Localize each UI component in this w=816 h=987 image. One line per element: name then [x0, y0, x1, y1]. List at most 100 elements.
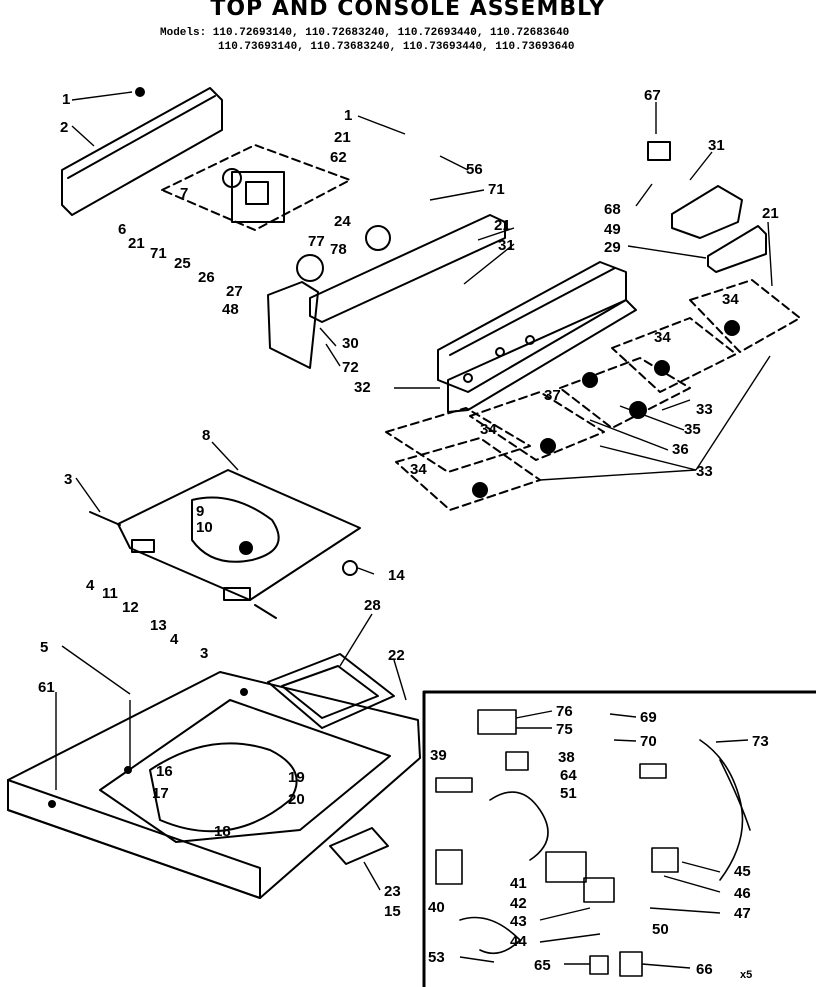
callout-3a: 3 — [64, 471, 72, 488]
callout-67: 67 — [644, 87, 661, 104]
callout-21a: 21 — [334, 129, 351, 146]
callout-28: 28 — [364, 597, 381, 614]
part-right-switch — [647, 141, 767, 273]
callout-19: 19 — [288, 769, 305, 786]
model-line-1: Models: 110.72693140, 110.72683240, 110.… — [160, 27, 570, 39]
part-timer — [222, 168, 285, 223]
callout-49: 49 — [604, 221, 621, 238]
callout-38: 38 — [558, 749, 575, 766]
callout-42: 42 — [510, 895, 527, 912]
callout-22: 22 — [388, 647, 405, 664]
callout-2: 2 — [60, 119, 68, 136]
callout-1b: 1 — [344, 107, 352, 124]
part-console-panel — [437, 261, 637, 413]
part-vent-grille — [267, 653, 395, 729]
callout-56: 56 — [466, 161, 483, 178]
callout-32: 32 — [354, 379, 371, 396]
callout-21d: 21 — [128, 235, 145, 252]
callout-44: 44 — [510, 933, 527, 950]
callout-43: 43 — [510, 913, 527, 930]
callout-53: 53 — [428, 949, 445, 966]
callout-31a: 31 — [708, 137, 725, 154]
callout-35: 35 — [684, 421, 701, 438]
callout-71b: 71 — [150, 245, 167, 262]
diagram-title: TOP AND CONSOLE ASSEMBLY — [210, 0, 606, 21]
callout-21c: 21 — [494, 217, 511, 234]
callout-31b: 31 — [498, 237, 515, 254]
callout-46: 46 — [734, 885, 751, 902]
callout-7: 7 — [180, 185, 188, 202]
callout-8: 8 — [202, 427, 210, 444]
callout-3b: 3 — [200, 645, 208, 662]
callout-labels: 1 2 1 21 62 56 71 67 31 68 49 21 29 6 7 … — [38, 87, 779, 981]
callout-39: 39 — [430, 747, 447, 764]
callout-23: 23 — [384, 883, 401, 900]
callout-18: 18 — [214, 823, 231, 840]
callout-33a: 33 — [696, 401, 713, 418]
callout-45: 45 — [734, 863, 751, 880]
callout-66: 66 — [696, 961, 713, 978]
callout-13: 13 — [150, 617, 167, 634]
callout-29: 29 — [604, 239, 621, 256]
callout-34c: 34 — [480, 421, 497, 438]
leader-lines — [55, 91, 773, 969]
callout-21b: 21 — [762, 205, 779, 222]
part-wire-harness — [435, 709, 751, 977]
callout-51: 51 — [560, 785, 577, 802]
callout-41: 41 — [510, 875, 527, 892]
callout-1: 1 — [62, 91, 70, 108]
parts-inset-frame — [422, 690, 816, 987]
image-code: x5 — [740, 969, 752, 981]
callout-64: 64 — [560, 767, 577, 784]
part-back-panel — [61, 87, 223, 216]
callout-12: 12 — [122, 599, 139, 616]
callout-30: 30 — [342, 335, 359, 352]
part-top-lid — [117, 469, 361, 601]
callout-17: 17 — [152, 785, 169, 802]
callout-34d: 34 — [410, 461, 427, 478]
callout-26: 26 — [198, 269, 215, 286]
callout-11: 11 — [102, 585, 118, 602]
callout-14: 14 — [388, 567, 405, 584]
callout-4a: 4 — [86, 577, 95, 594]
callout-10: 10 — [196, 519, 213, 536]
callout-15: 15 — [384, 903, 401, 920]
part-end-cap — [267, 281, 319, 369]
callout-71a: 71 — [488, 181, 505, 198]
callout-77: 77 — [308, 233, 325, 250]
callout-65: 65 — [534, 957, 551, 974]
callout-72: 72 — [342, 359, 359, 376]
callout-6: 6 — [118, 221, 126, 238]
callout-5: 5 — [40, 639, 48, 656]
model-line-2: 110.73693140, 110.73683240, 110.73693440… — [218, 41, 575, 53]
callout-40: 40 — [428, 899, 445, 916]
callout-48: 48 — [222, 301, 239, 318]
callout-76: 76 — [556, 703, 573, 720]
callout-24: 24 — [334, 213, 351, 230]
callout-34a: 34 — [722, 291, 739, 308]
callout-68: 68 — [604, 201, 621, 218]
callout-78: 78 — [330, 241, 347, 258]
callout-9: 9 — [196, 503, 204, 520]
callout-62: 62 — [330, 149, 347, 166]
callout-61: 61 — [38, 679, 55, 696]
callout-20: 20 — [288, 791, 305, 808]
callout-27: 27 — [226, 283, 243, 300]
part-tray — [329, 827, 389, 865]
callout-36: 36 — [672, 441, 689, 458]
callout-70: 70 — [640, 733, 657, 750]
callout-33b: 33 — [696, 463, 713, 480]
part-timer-plate — [161, 144, 351, 231]
callout-4b: 4 — [170, 631, 179, 648]
callout-50: 50 — [652, 921, 669, 938]
part-cabinet-top — [7, 671, 421, 899]
part-hinges — [89, 511, 358, 619]
callout-25: 25 — [174, 255, 191, 272]
callout-69: 69 — [640, 709, 657, 726]
callout-75: 75 — [556, 721, 573, 738]
callout-37: 37 — [544, 387, 561, 404]
callout-34b: 34 — [654, 329, 671, 346]
model-numbers: Models: 110.72693140, 110.72683240, 110.… — [160, 26, 574, 54]
callout-47: 47 — [734, 905, 751, 922]
